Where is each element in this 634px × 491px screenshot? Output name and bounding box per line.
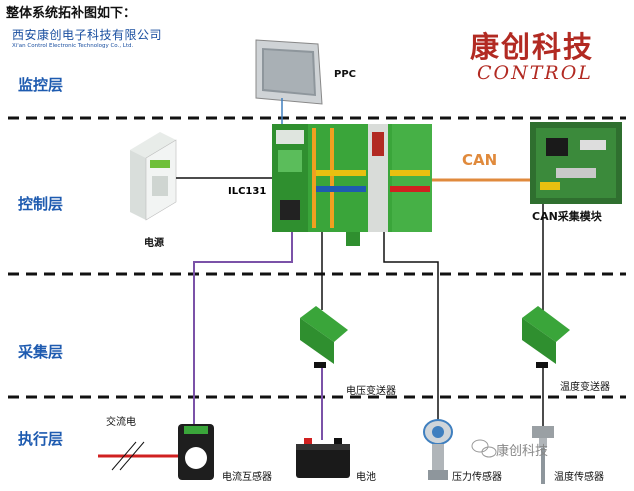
brand-logo-en: CONTROL bbox=[477, 62, 593, 84]
battery-icon bbox=[296, 438, 350, 478]
ilc-label: ILC131 bbox=[228, 186, 267, 197]
brand-logo-cn: 康创科技 bbox=[470, 30, 595, 64]
layer-label-acquisition: 采集层 bbox=[18, 343, 64, 361]
battery-label: 电池 bbox=[356, 472, 376, 483]
can-bus-label: CAN bbox=[462, 151, 498, 169]
ac-label: 交流电 bbox=[106, 417, 136, 428]
company-name-en: Xi'an Control Electronic Technology Co.,… bbox=[12, 43, 134, 49]
temp-sensor-label: 温度传感器 bbox=[554, 472, 604, 483]
temp-sensor-icon bbox=[532, 426, 554, 484]
wechat-icon bbox=[471, 439, 497, 458]
layer-label-monitor: 监控层 bbox=[18, 76, 64, 94]
watermark: 康创科技 bbox=[496, 444, 549, 459]
ppc-panel-icon bbox=[255, 39, 323, 105]
wire-pressure bbox=[383, 232, 439, 420]
temp-transmitter-label: 温度变送器 bbox=[560, 382, 610, 393]
voltage-transmitter-icon bbox=[300, 306, 348, 368]
ac-slash bbox=[111, 441, 137, 471]
layer-label-execution: 执行层 bbox=[18, 430, 64, 448]
power-label: 电源 bbox=[144, 238, 164, 249]
can-module-board-icon bbox=[530, 122, 622, 204]
purple-wire-current bbox=[193, 232, 293, 426]
layer-label-control: 控制层 bbox=[18, 195, 64, 213]
page-title: 整体系统拓补图如下： bbox=[6, 6, 137, 21]
company-name-cn: 西安康创电子科技有限公司 bbox=[12, 28, 163, 42]
pressure-sensor-icon bbox=[423, 419, 453, 480]
current-transformer-label: 电流互感器 bbox=[222, 472, 272, 483]
power-supply-icon bbox=[130, 132, 177, 221]
pressure-sensor-label: 压力传感器 bbox=[452, 472, 502, 483]
can-module-label: CAN采集模块 bbox=[532, 210, 602, 223]
current-transformer-icon bbox=[178, 424, 214, 480]
ilc-controller-icon bbox=[272, 124, 432, 246]
ac-slash bbox=[119, 441, 145, 471]
temp-transmitter-icon bbox=[522, 306, 570, 368]
voltage-transmitter-label: 电压变送器 bbox=[346, 386, 396, 397]
ppc-label: PPC bbox=[334, 69, 356, 80]
